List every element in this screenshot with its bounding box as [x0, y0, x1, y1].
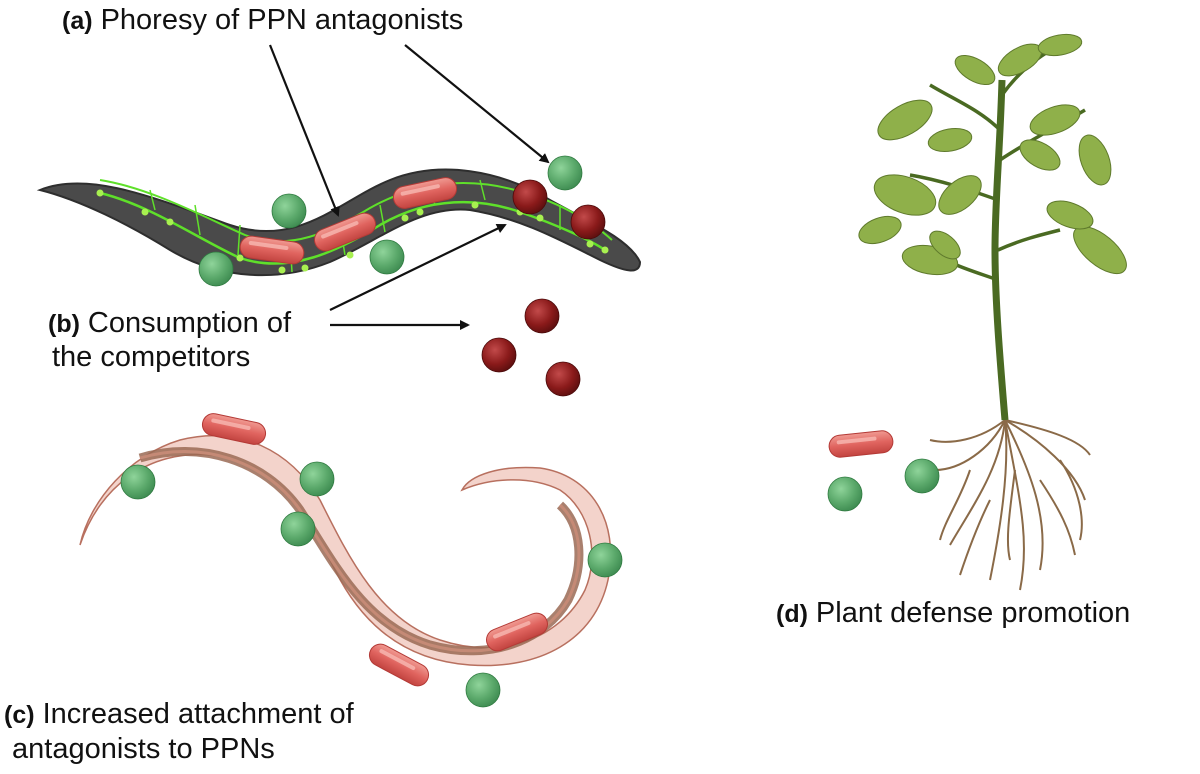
label-b-line2: the competitors — [52, 341, 251, 373]
arrow-a2 — [404, 44, 550, 164]
label-b: (b)Consumption of — [48, 306, 291, 341]
pale-nematode-icon — [79, 434, 612, 667]
antagonist-spheres-c — [120, 461, 623, 708]
label-b-line1: Consumption of — [87, 307, 292, 339]
label-c-line2: antagonists to PPNs — [12, 733, 275, 765]
arrow-b1 — [329, 223, 507, 311]
label-b-line2-wrap: the competitors — [52, 340, 250, 374]
competitor-spheres-free — [481, 298, 581, 397]
arrow-a1 — [268, 44, 340, 217]
label-a-tag: (a) — [62, 7, 93, 35]
label-a-text: Phoresy of PPN antagonists — [100, 4, 464, 36]
label-d: (d)Plant defense promotion — [776, 596, 1130, 631]
label-d-tag: (d) — [776, 600, 808, 628]
label-d-text: Plant defense promotion — [815, 597, 1131, 629]
label-c-line1: Increased attachment of — [42, 698, 354, 730]
label-c-line2-wrap: antagonists to PPNs — [12, 732, 275, 766]
label-c: (c)Increased attachment of — [4, 697, 354, 732]
label-a: (a)Phoresy of PPN antagonists — [62, 3, 463, 38]
arrows — [268, 44, 550, 330]
label-c-tag: (c) — [4, 701, 35, 729]
label-b-tag: (b) — [48, 310, 80, 338]
dark-nematode-icon — [36, 168, 642, 277]
rods-d — [827, 429, 895, 459]
antagonist-spheres-d — [827, 458, 940, 512]
tomato-plant-icon — [858, 33, 1127, 591]
